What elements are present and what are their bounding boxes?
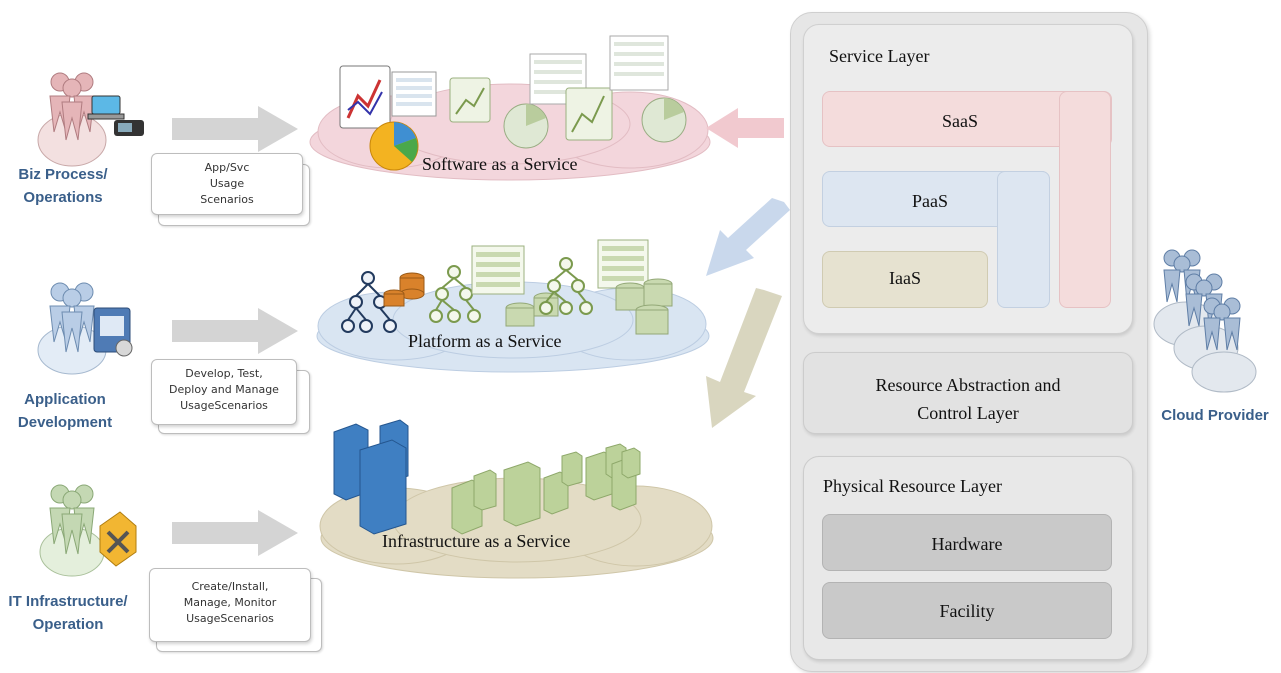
saas-layer-label: SaaS [942, 111, 978, 131]
facility-label: Facility [939, 601, 995, 621]
saas-cloud [309, 35, 711, 181]
biz-role-line1: Biz Process/ [18, 166, 108, 183]
resource-abstraction-line1: Resource Abstraction and [875, 375, 1061, 395]
dev-role-line1: Application [24, 391, 106, 408]
paas-layer-label: PaaS [912, 191, 948, 211]
saas-layer-column [1059, 91, 1111, 308]
service-layer-title: Service Layer [829, 46, 930, 66]
biz-usage-note: App/Svc Usage Scenarios [151, 153, 303, 215]
resource-abstraction-label: Resource Abstraction and Control Layer [810, 371, 1126, 427]
it-role-line2: Operation [32, 616, 104, 633]
resource-abstraction-line2: Control Layer [917, 403, 1019, 423]
dev-note-line2: Deploy and Manage [169, 383, 279, 396]
saas-cloud-title: Software as a Service [422, 154, 578, 174]
saas-arrow [706, 108, 784, 148]
dev-usage-note: Develop, Test, Deploy and Manage UsageSc… [151, 359, 297, 425]
physical-resource-title: Physical Resource Layer [823, 476, 1002, 496]
dev-role-line2: Development [17, 414, 113, 431]
dev-note-line1: Develop, Test, [185, 367, 263, 380]
cloud-provider-label: Cloud Provider [1161, 407, 1269, 424]
paas-cloud [316, 239, 710, 373]
it-note-line3: UsageScenarios [186, 612, 274, 625]
biz-to-saas-arrow [172, 106, 298, 152]
biz-role-line2: Operations [23, 189, 103, 206]
it-role-line1: IT Infrastructure/ [8, 593, 128, 610]
hardware-box [822, 514, 1112, 571]
it-operator-icon [39, 484, 137, 577]
developer-icon [37, 282, 133, 375]
hardware-label: Hardware [931, 534, 1003, 554]
paas-arrow [706, 198, 790, 276]
dev-role-label: Application Development [0, 388, 130, 434]
iaas-server-icons [333, 419, 641, 535]
iaas-arrow [706, 288, 782, 428]
it-note-line2: Manage, Monitor [183, 596, 277, 609]
paas-layer-column [997, 171, 1050, 308]
biz-note-line1: App/Svc [204, 161, 250, 174]
it-usage-note: Create/Install, Manage, Monitor UsageSce… [149, 568, 311, 642]
facility-box [822, 582, 1112, 639]
dev-to-paas-arrow [172, 308, 298, 354]
iaas-cloud-title: Infrastructure as a Service [382, 531, 571, 551]
dev-note-line3: UsageScenarios [180, 399, 268, 412]
iaas-cloud [319, 419, 714, 579]
it-role-label: IT Infrastructure/ Operation [3, 590, 133, 636]
biz-role-label: Biz Process/ Operations [0, 163, 128, 209]
iaas-layer-label: IaaS [889, 268, 921, 288]
iaas-layer-box [822, 251, 988, 308]
paas-cloud-title: Platform as a Service [408, 331, 562, 351]
it-to-iaas-arrow [172, 510, 298, 556]
it-note-line1: Create/Install, [191, 580, 269, 593]
paas-platform-icons [341, 239, 673, 335]
cloud-provider-icon [1153, 249, 1257, 393]
resource-abstraction-box [803, 352, 1133, 434]
biz-note-line3: Scenarios [200, 193, 254, 206]
biz-user-icon [37, 72, 144, 167]
saas-app-icons [339, 35, 687, 171]
biz-note-line2: Usage [209, 177, 245, 190]
